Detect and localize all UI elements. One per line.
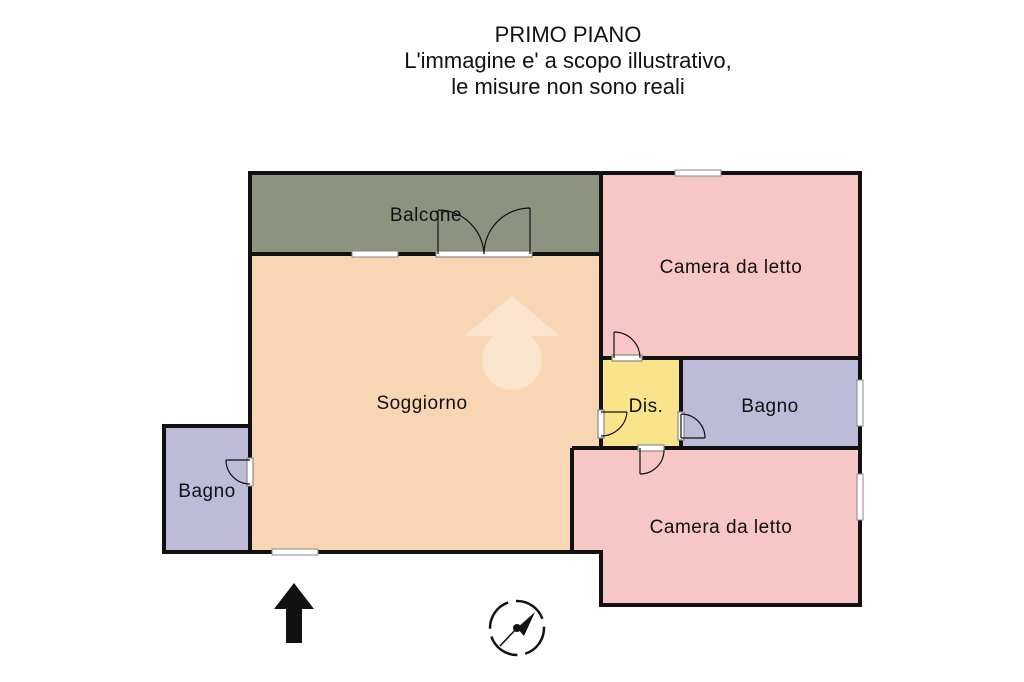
- label-camera-bottom: Camera da letto: [650, 517, 793, 538]
- plan-title: PRIMO PIANO: [494, 22, 642, 47]
- room-bagno-right: [681, 358, 860, 448]
- entrance-arrow-icon: [274, 583, 314, 643]
- walls: [162, 171, 862, 607]
- window-soggiorno-bottom: [271, 548, 319, 556]
- label-bagno-left: Bagno: [178, 481, 235, 502]
- windows: [271, 169, 864, 556]
- window-camera-bottom: [856, 473, 864, 521]
- room-balcone: [250, 175, 601, 254]
- label-bagno-right: Bagno: [741, 396, 798, 417]
- plan-disclaimer-line1: L'immagine e' a scopo illustrativo,: [404, 48, 732, 73]
- label-camera-top: Camera da letto: [660, 257, 803, 278]
- room-camera-bottom: [572, 448, 860, 605]
- room-bagno-left: [164, 426, 250, 552]
- window-soggiorno-top: [351, 250, 399, 258]
- room-camera-top: [601, 175, 860, 358]
- balcony-door: [435, 207, 533, 258]
- window-camera-top: [674, 169, 722, 177]
- title-block: PRIMO PIANO L'immagine e' a scopo illust…: [268, 22, 868, 100]
- label-balcone: Balcone: [390, 205, 462, 226]
- compass-icon: [488, 599, 546, 657]
- window-bagno-right: [856, 379, 864, 427]
- plan-disclaimer-line2: le misure non sono reali: [451, 74, 685, 99]
- watermark-logo-icon: [464, 296, 560, 390]
- room-soggiorno: [250, 254, 601, 552]
- label-disimpegno: Dis.: [629, 396, 664, 417]
- label-soggiorno: Soggiorno: [376, 393, 467, 414]
- interior-doors: [225, 331, 706, 487]
